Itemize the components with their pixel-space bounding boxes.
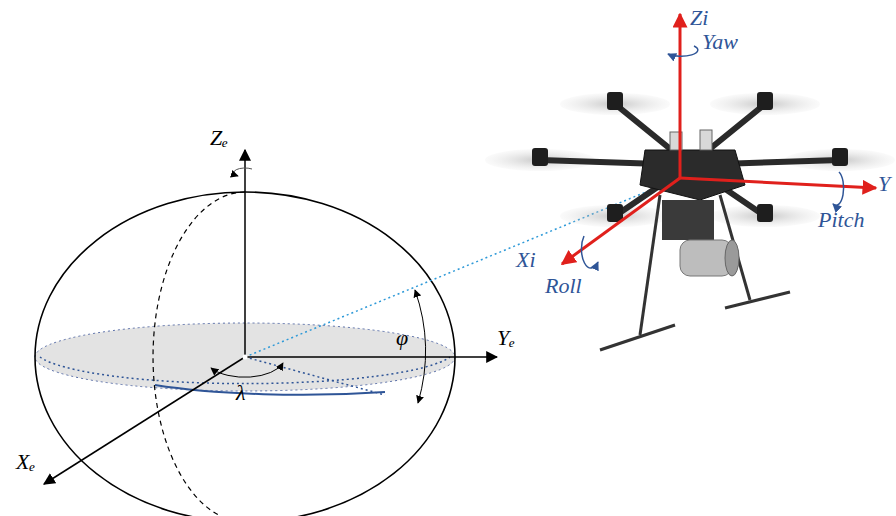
- angle-label: φ: [396, 326, 408, 350]
- axis-label: Xₑ: [16, 450, 35, 474]
- earth-center: [243, 355, 248, 360]
- rotation-label: Pitch: [818, 208, 864, 232]
- arms: [540, 104, 840, 216]
- camera: [680, 240, 732, 276]
- equator-front: [40, 357, 450, 384]
- longitude-arc: [155, 385, 385, 395]
- axis-label: Zₑ: [210, 126, 228, 150]
- y-axis: [680, 178, 876, 188]
- yaw-arrow: [668, 46, 698, 56]
- drone-body: [640, 150, 745, 200]
- axis-label: Y: [878, 172, 890, 196]
- earth-ellipsoid: [35, 150, 680, 516]
- longitude-line: [245, 357, 385, 395]
- gimbal: [662, 200, 714, 240]
- xi-axis: [562, 178, 680, 264]
- body-axes: [562, 14, 876, 268]
- zi-axis: [679, 14, 682, 178]
- axis-label: Zi: [690, 6, 708, 30]
- longitude-angle-arc: [211, 363, 283, 377]
- drone: [485, 92, 895, 350]
- roll-arrow: [581, 236, 598, 268]
- position-line: [245, 178, 680, 357]
- ze-axis: [244, 150, 246, 357]
- rotation-label: Yaw: [702, 30, 738, 54]
- ye-axis: [245, 356, 497, 358]
- landing-gear: [600, 195, 790, 350]
- axis-label: Yₑ: [497, 326, 515, 350]
- axis-label: Xi: [516, 248, 536, 272]
- meridian: [153, 192, 245, 516]
- angle-label: λ: [236, 381, 246, 405]
- gps-antenna: [700, 130, 712, 150]
- xe-axis: [44, 357, 245, 484]
- camera-lens: [725, 240, 739, 276]
- pitch-arrow: [833, 172, 844, 205]
- latitude-arc: [415, 290, 425, 403]
- earth-rotation: [234, 168, 252, 176]
- rotation-label: Roll: [545, 274, 582, 298]
